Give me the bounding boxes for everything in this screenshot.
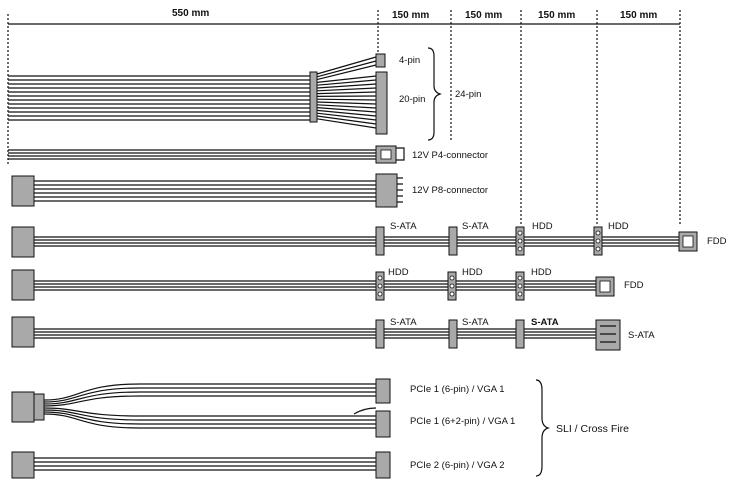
atx-fan-wire [316,83,377,89]
atx-fan-wire [316,115,377,125]
atx-fan-wire [316,87,377,92]
dimension-bar [7,10,681,225]
atx-fan-wire [316,60,377,78]
pcie-label-2: PCIe 1 (6+2-pin) / VGA 1 [410,416,516,427]
c3-label-1: S-ATA [390,317,417,328]
c1-label-4: HDD [608,221,629,232]
pcie-label-3: PCIe 2 (6-pin) / VGA 2 [410,460,505,471]
p8-cable [11,173,403,208]
label-20pin: 20-pin [399,94,426,105]
c1-label-2: S-ATA [462,221,489,232]
c3-label-2: S-ATA [462,317,489,328]
c1-label-3: HDD [532,221,553,232]
sata-cable [11,316,621,351]
label-4pin: 4-pin [399,55,421,66]
c2-label-2: HDD [462,267,483,278]
label-24pin: 24-pin [455,89,482,100]
pcie1-wire [43,391,376,405]
pcie2-wire [43,409,376,421]
c2-label-3: HDD [531,267,552,278]
atx-fan-wire [316,56,377,75]
label-p4: 12V P4-connector [412,150,489,161]
dimension-150-1: 150 mm [392,10,430,21]
atx-24pin-cable [8,47,442,141]
atx-fan-wire [316,107,377,113]
atx-fan-wire [316,118,377,129]
pcie-cables [11,378,550,479]
dimension-150-2: 150 mm [465,10,503,21]
c2-label-1: HDD [388,267,409,278]
p4-cable [8,145,405,164]
atx-fan-wire [316,109,377,117]
dimension-550: 550 mm [172,8,210,19]
c3-label-3: S-ATA [531,317,559,328]
atx-fan-wire [316,75,377,83]
pcie-group-label: SLI / Cross Fire [556,423,629,435]
pcie2-wire [43,411,376,425]
sata-hdd-fdd-cable [11,226,698,258]
pcie1-wire [43,395,376,407]
pcie2-wire [43,407,376,417]
atx-fan-wire [316,64,377,81]
atx-fan-wire [316,79,377,86]
c2-label-end: FDD [624,280,644,291]
c1-label-end: FDD [707,236,727,247]
pcie1-wire [43,387,376,403]
atx-fan-wire [316,98,377,101]
dimension-150-3: 150 mm [538,10,576,21]
pcie1-wire [43,383,376,401]
atx-fan-wire [316,101,377,105]
atx-fan-wire [316,104,377,109]
label-p8: 12V P8-connector [412,185,489,196]
atx-fan-wire [316,112,377,121]
pcie-label-1: PCIe 1 (6-pin) / VGA 1 [410,384,505,395]
dimension-150-4: 150 mm [620,10,658,21]
c3-label-end: S-ATA [628,330,655,341]
hdd-fdd-cable [11,269,615,301]
atx-fan-wire [316,91,377,95]
pcie2-wire [43,413,376,429]
c1-label-1: S-ATA [390,221,417,232]
